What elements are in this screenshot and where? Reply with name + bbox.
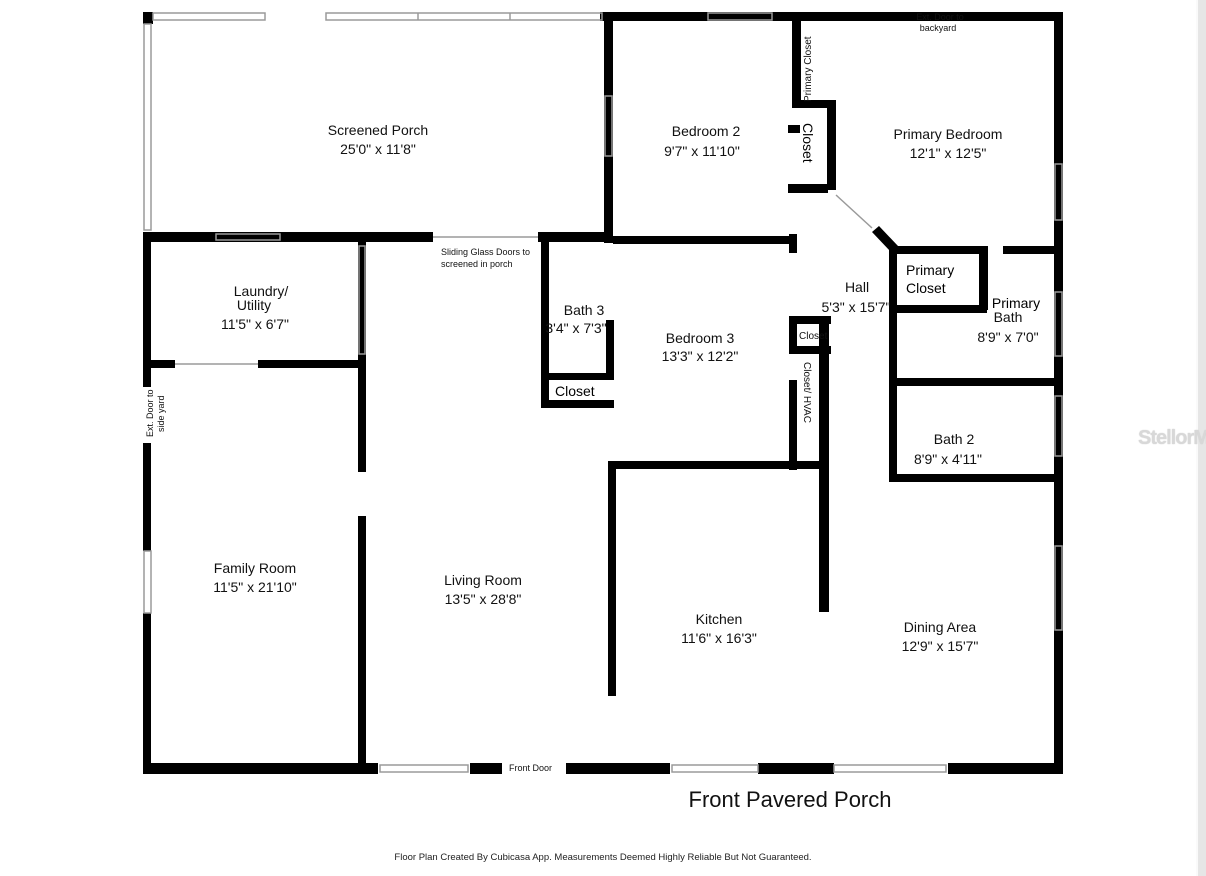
footer-disclaimer: Floor Plan Created By Cubicasa App. Meas…	[394, 852, 811, 863]
laundry-name-line2: Utility	[237, 297, 271, 313]
ext-door-side-line1: Ext. Door to	[145, 389, 155, 437]
room-labels: Screened Porch 25'0" x 11'8" Bedroom 2 9…	[213, 122, 1040, 654]
bedroom2-name: Bedroom 2	[672, 123, 741, 139]
windows	[143, 12, 1063, 773]
kitchen-name: Kitchen	[696, 611, 743, 627]
screened-porch-name: Screened Porch	[328, 122, 428, 138]
closet-bath3-label: Closet	[555, 383, 595, 399]
primary-closet-room-line1: Primary	[906, 262, 954, 278]
bath2-name: Bath 2	[934, 431, 975, 447]
ext-door-backyard-line2: backyard	[920, 23, 957, 33]
bedroom2-dims: 9'7" x 11'10"	[664, 143, 740, 159]
hall-dims: 5'3" x 15'7"	[822, 299, 891, 315]
ext-door-backyard-line1: Ext. Door to	[916, 12, 964, 22]
primary-bath-name-line2: Bath	[994, 309, 1023, 325]
living-room-name: Living Room	[444, 572, 522, 588]
dining-area-name: Dining Area	[904, 619, 977, 635]
ext-door-side-line2: side yard	[156, 395, 166, 432]
small-labels: Primary Closet Closet Closet Closet Clos…	[145, 12, 964, 773]
front-porch-label: Front Pavered Porch	[689, 787, 892, 812]
laundry-dims: 11'5" x 6'7"	[221, 316, 289, 332]
sliding-doors-line1: Sliding Glass Doors to	[441, 247, 530, 257]
primary-bedroom-name: Primary Bedroom	[894, 126, 1003, 142]
bath3-dims: 3'4" x 7'3"	[545, 320, 606, 336]
bath2-dims: 8'9" x 4'11"	[914, 451, 982, 467]
primary-closet-room-line2: Closet	[906, 280, 946, 296]
bedroom3-name: Bedroom 3	[666, 330, 735, 346]
bath3-name: Bath 3	[564, 302, 605, 318]
family-room-dims: 11'5" x 21'10"	[213, 579, 297, 595]
front-door-label: Front Door	[509, 763, 552, 773]
closet-hall-label: Closet	[799, 331, 828, 342]
primary-closet-vertical-label: Primary Closet	[803, 36, 814, 102]
family-room-name: Family Room	[214, 560, 296, 576]
sliding-doors-line2: screened in porch	[441, 259, 513, 269]
screened-porch-dims: 25'0" x 11'8"	[340, 141, 416, 157]
watermark: StellorMLS	[1138, 427, 1206, 449]
hall-name: Hall	[845, 279, 869, 295]
dining-area-dims: 12'9" x 15'7"	[902, 638, 979, 654]
closet-bedroom2-label: Closet	[800, 123, 816, 163]
living-room-dims: 13'5" x 28'8"	[445, 591, 522, 607]
primary-bath-dims: 8'9" x 7'0"	[977, 329, 1038, 345]
page-edge	[1198, 0, 1206, 876]
closet-hvac-label: Closet/ HVAC	[801, 362, 812, 423]
laundry-name-line1: Laundry/	[234, 283, 289, 299]
primary-bedroom-dims: 12'1" x 12'5"	[910, 145, 987, 161]
page-edge-highlight	[1196, 0, 1198, 876]
kitchen-dims: 11'6" x 16'3"	[681, 630, 757, 646]
bedroom3-dims: 13'3" x 12'2"	[662, 348, 739, 364]
primary-bath-name-line1: Primary	[992, 295, 1040, 311]
